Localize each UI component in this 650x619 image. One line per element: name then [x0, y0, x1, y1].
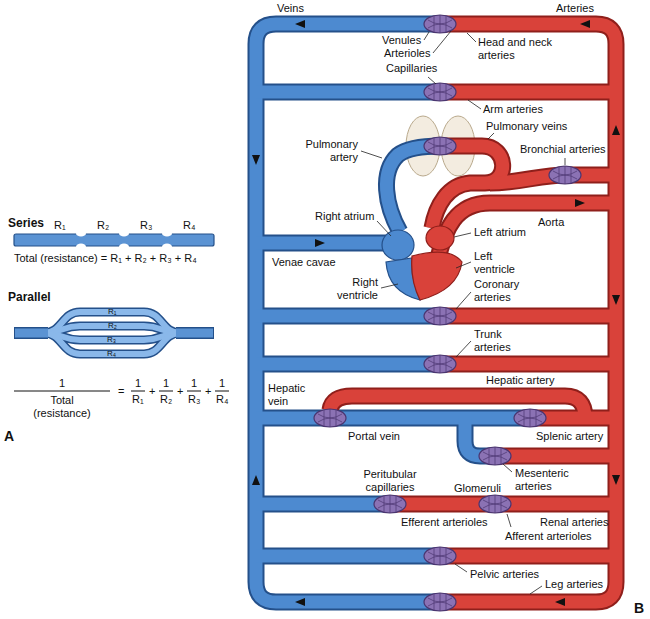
text-label: +	[177, 385, 183, 398]
text-label: Total (resistance)	[27, 394, 97, 420]
text-label: Arteries	[556, 2, 594, 15]
heart	[382, 226, 462, 300]
text-label: +	[149, 385, 155, 398]
panel-letter: B	[634, 600, 644, 616]
resistance-label: R₂	[108, 321, 117, 331]
text-label: Pelvic arteries	[470, 568, 539, 581]
panel-heading: Series	[8, 216, 44, 230]
parallel-branch	[44, 312, 180, 354]
text-label: Left ventricle	[474, 250, 529, 276]
text-label: R₂	[97, 219, 109, 232]
text-label: Bronchial arteries	[520, 143, 606, 156]
text-label: Trunk arteries	[474, 328, 519, 354]
text-label: Pulmonary veins	[486, 120, 567, 133]
parallel-branch-fill	[15, 312, 213, 354]
text-label: +	[205, 385, 211, 398]
text-label: Peritubular capillaries	[359, 468, 421, 494]
text-label: Right ventricle	[328, 276, 378, 302]
text-label: 1	[163, 377, 169, 390]
text-label: Left atrium	[474, 226, 526, 239]
text-label: Aorta	[538, 216, 564, 229]
panel-heading: Parallel	[8, 290, 51, 304]
text-label: R₃	[140, 219, 152, 232]
text-label: Splenic artery	[536, 430, 603, 443]
text-label: Pulmonary artery	[298, 138, 358, 164]
text-label: Coronary arteries	[474, 278, 529, 304]
artery	[330, 24, 616, 602]
text-label: R₄	[183, 219, 195, 232]
text-label: 1	[219, 377, 225, 390]
text-label: =	[118, 385, 124, 398]
text-label: R₁	[132, 393, 144, 406]
text-label: 1	[191, 377, 197, 390]
text-label: Arterioles	[384, 47, 430, 60]
flow-arrow	[252, 20, 620, 606]
text-label: Arm arteries	[483, 103, 543, 116]
text-label: Veins	[277, 2, 304, 15]
text-label: R₃	[188, 393, 200, 406]
text-label: R₂	[160, 393, 172, 406]
text-label: Venules	[382, 34, 421, 47]
text-label: Head and neck arteries	[478, 36, 560, 62]
panel-letter: A	[4, 428, 14, 444]
resistance-label: R₃	[107, 335, 116, 345]
text-label: 1	[59, 377, 65, 390]
text-label: Leg arteries	[545, 578, 603, 591]
series-vessel	[14, 234, 214, 246]
text-label: Hepatic vein	[268, 382, 310, 408]
text-label: Glomeruli	[454, 482, 501, 495]
text-label: Total (resistance) = R₁ + R₂ + R₃ + R₄	[14, 252, 197, 265]
text-label: R₁	[54, 219, 66, 232]
text-label: Efferent arterioles	[401, 516, 488, 529]
text-label: R₄	[216, 393, 228, 406]
text-label: Right atrium	[315, 210, 374, 223]
artery-outline	[330, 24, 616, 602]
text-label: 1	[135, 377, 141, 390]
leader-line	[361, 31, 565, 594]
text-label: Venae cavae	[272, 256, 336, 269]
text-label: Hepatic artery	[486, 374, 554, 387]
text-label: Afferent arterioles	[505, 530, 592, 543]
text-label: Mesenteric arteries	[515, 467, 577, 493]
vessel-constriction	[76, 231, 172, 250]
resistance-label: R₁	[108, 307, 116, 317]
text-label: Portal vein	[348, 430, 400, 443]
text-label: Renal arteries	[540, 516, 608, 529]
resistance-label: R₄	[107, 349, 116, 359]
text-label: Capillaries	[386, 62, 437, 75]
